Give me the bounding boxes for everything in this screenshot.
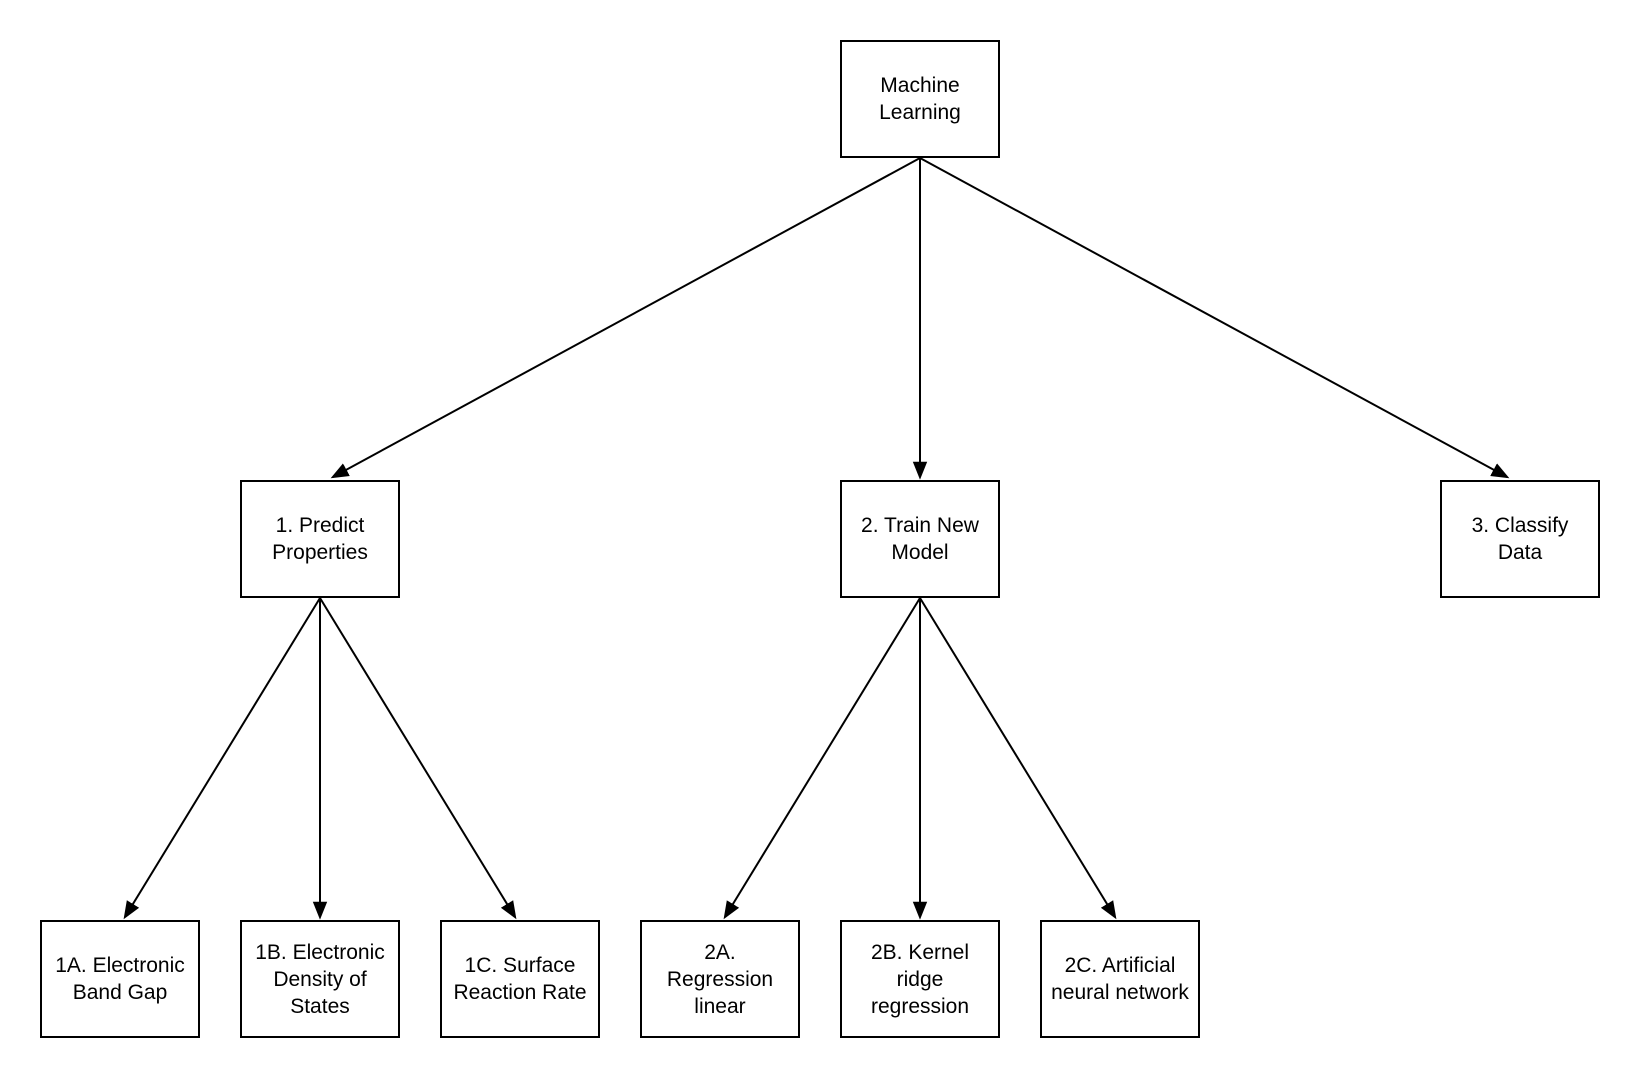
node-surface-reaction-rate-label: 1C. Surface Reaction Rate (453, 954, 587, 1004)
node-kernel-ridge-regression-label: 2B. Kernel ridge regression (870, 940, 970, 1018)
node-train-new-model-label: 2. Train New Model (861, 514, 979, 564)
edge-machine-learning-to-classify-data (919, 157, 1510, 479)
edge-predict-properties-to-surface-reaction-rate (319, 597, 517, 920)
node-machine-learning-label: Machine Learning (879, 74, 961, 124)
node-electronic-density-of-states-label: 1B. Electronic Density of States (255, 940, 385, 1018)
node-artificial-neural-network: 2C. Artificial neural network (1040, 920, 1200, 1038)
node-machine-learning: Machine Learning (840, 40, 1000, 158)
edge-machine-learning-to-predict-properties (330, 157, 921, 479)
node-surface-reaction-rate: 1C. Surface Reaction Rate (440, 920, 600, 1038)
edge-train-new-model-to-artificial-neural-network (919, 597, 1117, 920)
node-predict-properties: 1. Predict Properties (240, 480, 400, 598)
edge-train-new-model-to-regression-linear (723, 597, 921, 920)
node-regression-linear: 2A. Regression linear (640, 920, 800, 1038)
node-predict-properties-label: 1. Predict Properties (272, 514, 368, 564)
edge-predict-properties-to-electronic-band-gap (123, 597, 321, 920)
node-train-new-model: 2. Train New Model (840, 480, 1000, 598)
node-artificial-neural-network-label: 2C. Artificial neural network (1051, 954, 1189, 1004)
node-classify-data: 3. Classify Data (1440, 480, 1600, 598)
node-electronic-density-of-states: 1B. Electronic Density of States (240, 920, 400, 1038)
node-kernel-ridge-regression: 2B. Kernel ridge regression (840, 920, 1000, 1038)
node-classify-data-label: 3. Classify Data (1471, 514, 1569, 564)
node-electronic-band-gap: 1A. Electronic Band Gap (40, 920, 200, 1038)
node-regression-linear-label: 2A. Regression linear (666, 940, 774, 1018)
node-electronic-band-gap-label: 1A. Electronic Band Gap (55, 954, 185, 1004)
